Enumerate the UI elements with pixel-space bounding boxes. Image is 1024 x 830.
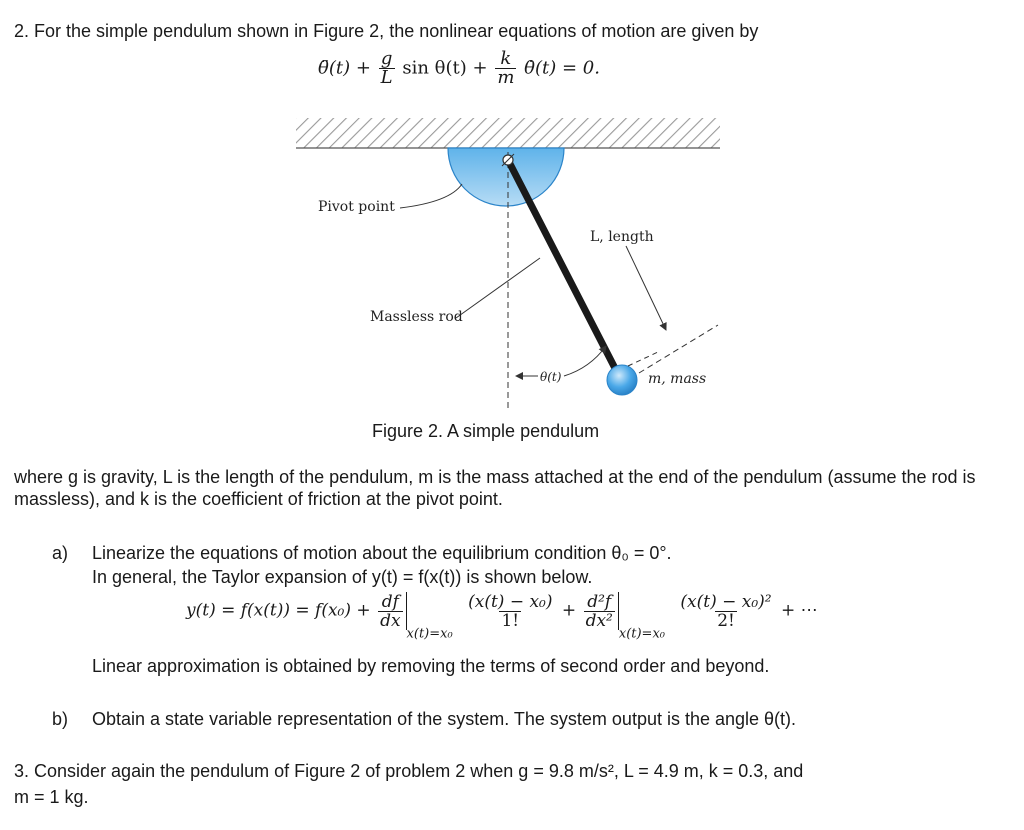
taylor-plus: + [561,600,577,621]
second-factorial: 2! [715,610,737,631]
ceiling-hatch [296,118,720,148]
d2f-numerator: d²f [587,591,612,612]
part-a-marker: a) [52,543,69,563]
angle-label: θ(t) [540,370,562,384]
rod-leader [455,257,541,319]
part-b-marker: b) [52,709,69,729]
length-dimension-line [638,324,719,374]
mass-label: m, mass [648,371,706,387]
part-a-line-3: Linear approximation is obtained by remo… [92,656,770,676]
massless-rod-label: Massless rod [370,309,463,325]
eval-bar-1 [405,592,407,630]
second-order-numerator: (x(t) − x₀)² [680,591,772,612]
k-symbol: k [500,48,512,69]
taylor-lhs: y(t) = f(x(t)) = f(x₀) + [186,600,371,621]
angle-arrow-right [563,345,607,377]
df-numerator: df [381,591,399,612]
dx-denominator: dx [378,610,403,631]
figure-caption: Figure 2. A simple pendulum [372,421,600,441]
eval-point-2: x(t)=x₀ [618,626,665,642]
length-label: L, length [590,229,654,245]
pendulum-figure: Pivot point L, length Massless rod θ(t) … [296,118,720,410]
taylor-tail: + ⋯ [781,600,818,621]
pendulum-mass [606,364,638,396]
eval-bar-2 [617,592,619,630]
theta-ddot-term: θ̈(t) + [318,57,371,79]
where-paragraph: where g is gravity, L is the length of t… [14,467,976,509]
problem-3-line-2: m = 1 kg. [14,787,89,807]
part-a-line-2: In general, the Taylor expansion of y(t)… [92,567,593,587]
L-symbol: L [378,67,395,88]
part-b-text: Obtain a state variable representation o… [92,709,797,729]
theta-dot-term: θ̇(t) = 0. [524,57,600,79]
problem-2-intro: 2. For the simple pendulum shown in Figu… [14,21,759,41]
eval-point-1: x(t)=x₀ [406,626,453,642]
m-symbol: m [495,67,517,88]
sin-term: sin θ(t) + [402,57,488,79]
part-a-line-1: Linearize the equations of motion about … [92,543,672,563]
pivot-disc [447,147,565,207]
pendulum-rod [504,156,624,382]
pivot-point-label: Pivot point [318,199,395,215]
first-factorial: 1! [499,610,522,631]
length-extension-line [627,351,659,367]
first-order-numerator: (x(t) − x₀) [468,591,553,612]
pivot-pin-slash [501,153,515,167]
dx2-denominator: dx² [583,610,615,631]
length-leader-arrow [625,245,667,331]
pivot-leader [399,183,463,209]
g-symbol: g [380,48,393,69]
problem-3-line-1: 3. Consider again the pendulum of Figure… [14,761,804,781]
